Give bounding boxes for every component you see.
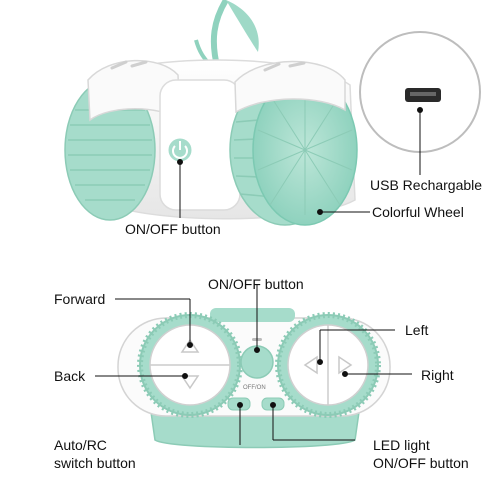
forward-label: Forward	[54, 291, 106, 307]
right-dial	[275, 312, 381, 418]
left-button[interactable]	[303, 355, 318, 375]
usb-label: USB Rechargable	[370, 177, 483, 193]
led-label-line2: ON/OFF button	[373, 455, 469, 471]
wheel-label: Colorful Wheel	[372, 204, 464, 220]
back-button[interactable]	[180, 375, 200, 390]
left-label: Left	[405, 322, 429, 338]
forward-button[interactable]	[180, 338, 200, 353]
auto-rc-label-line1: Auto/RC	[54, 437, 107, 453]
remote-control	[117, 308, 391, 449]
back-label: Back	[54, 368, 86, 384]
right-button[interactable]	[338, 355, 353, 375]
toy-robot	[64, 59, 358, 226]
right-label: Right	[421, 367, 454, 383]
auto-rc-label-line2: switch button	[54, 455, 136, 471]
led-label-line1: LED light	[373, 437, 430, 453]
toy-onoff-label: ON/OFF button	[125, 221, 221, 237]
remote-onoff-label: ON/OFF button	[208, 276, 304, 292]
right-wheel	[229, 60, 358, 226]
remote-body-text: OFF/ON	[243, 385, 266, 391]
left-dial	[137, 312, 243, 418]
left-wheel	[64, 59, 181, 221]
